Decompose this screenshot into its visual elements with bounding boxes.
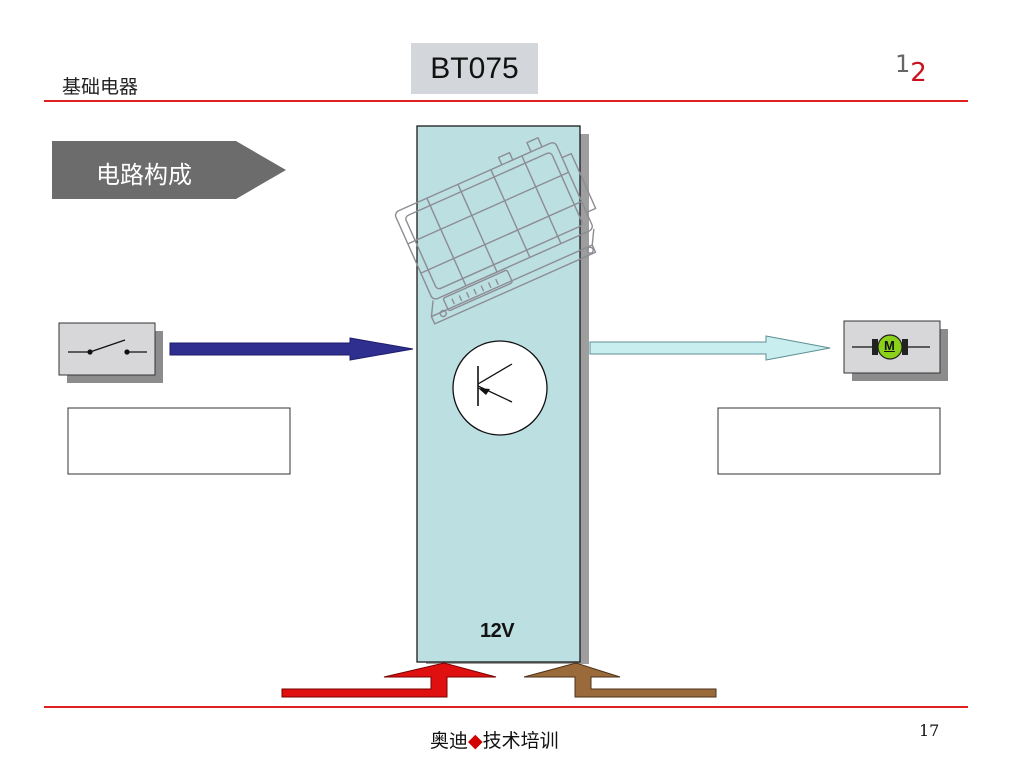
- output-signal-arrow: [589, 335, 831, 361]
- diamond-icon: ◆: [468, 730, 483, 752]
- footer-brand: 奥迪◆技术培训: [430, 726, 559, 753]
- motor-icon: [852, 334, 930, 360]
- switch-input-block: [58, 322, 163, 383]
- control-unit-device-icon: [394, 137, 597, 325]
- positive-supply-arrow: [281, 662, 497, 698]
- section-tag-shape: [52, 141, 286, 199]
- motor-label: M: [884, 338, 895, 353]
- page-mark-digit-1: 1: [895, 50, 911, 78]
- input-description-box: [67, 407, 291, 475]
- footer-course: 技术培训: [482, 730, 559, 752]
- page-mark-digit-2: 2: [910, 58, 927, 88]
- output-description-box: [717, 407, 941, 475]
- section-label: 电路构成: [96, 161, 192, 189]
- ground-supply-arrow: [523, 662, 717, 698]
- footer-divider: [44, 706, 968, 708]
- voltage-label: 12V: [480, 620, 515, 642]
- transistor-symbol: [452, 340, 548, 436]
- switch-icon: [68, 339, 147, 355]
- header-divider: [44, 100, 968, 102]
- page-number: 17: [919, 721, 940, 740]
- input-signal-arrow: [169, 337, 414, 361]
- section-page-mark: 12: [895, 50, 927, 88]
- footer-brand-name: 奥迪: [430, 730, 469, 752]
- slide-code-badge: BT075: [411, 43, 538, 94]
- page-title: 基础电器: [62, 76, 139, 98]
